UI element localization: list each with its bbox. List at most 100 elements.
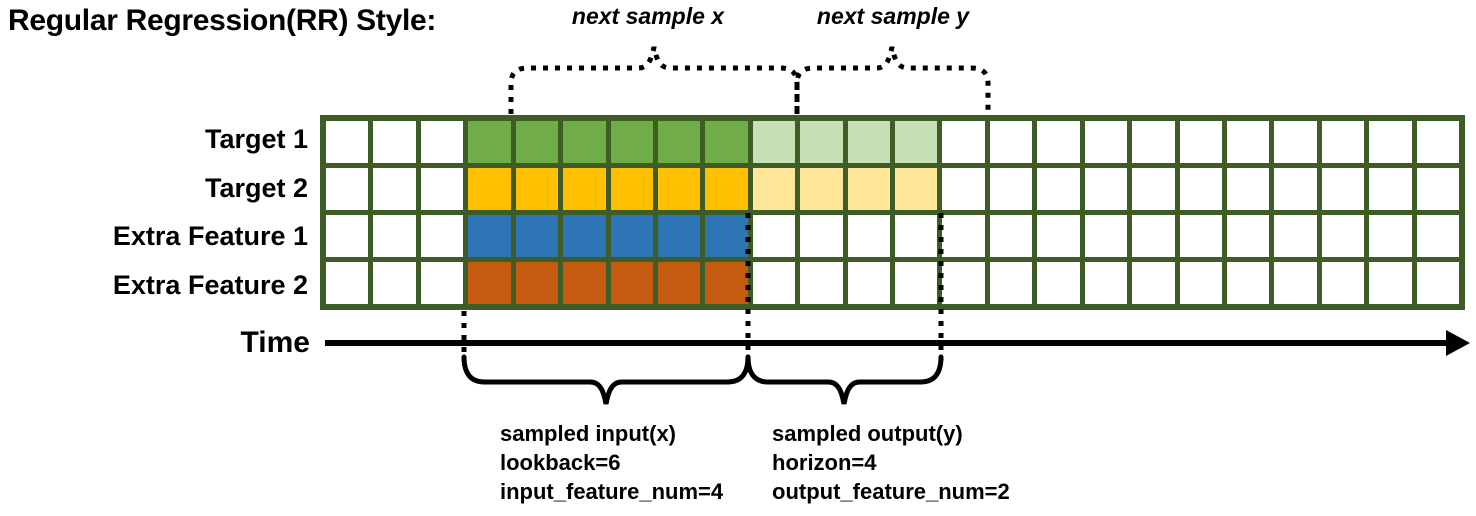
- time-axis-label: Time: [240, 326, 310, 359]
- grid-cell: [1037, 215, 1080, 257]
- grid-cell: [705, 121, 748, 163]
- grid-cell: [1084, 121, 1128, 163]
- grid-cell: [895, 262, 938, 304]
- sampled-output-line1: sampled output(y): [772, 421, 963, 446]
- row-label-extra-feature-1: Extra Feature 1: [112, 221, 308, 252]
- grid-cell: [1321, 262, 1365, 304]
- grid-cell: [847, 121, 890, 163]
- next-sample-y-brace: [794, 46, 991, 114]
- grid-cell: [1321, 121, 1365, 163]
- grid-cell: [515, 215, 559, 257]
- grid-cell: [1179, 121, 1222, 163]
- grid-cell: [1274, 121, 1317, 163]
- grid-cell: [1037, 262, 1080, 304]
- grid-cell: [1132, 168, 1175, 210]
- grid-cell: [895, 215, 938, 257]
- grid-cell: [800, 168, 843, 210]
- grid-cell: [1226, 262, 1270, 304]
- grid-cell: [989, 215, 1033, 257]
- grid-cell: [515, 262, 559, 304]
- row-label-extra-feature-2: Extra Feature 2: [112, 270, 308, 301]
- grid-cell: [610, 168, 653, 210]
- grid-cell: [657, 168, 701, 210]
- grid-cell: [373, 121, 416, 163]
- grid-cell: [942, 262, 985, 304]
- grid-cell: [942, 215, 985, 257]
- grid-cell: [515, 168, 559, 210]
- grid-cell: [563, 262, 606, 304]
- grid-cell: [468, 121, 511, 163]
- grid-cell: [1321, 168, 1365, 210]
- grid-cell: [657, 215, 701, 257]
- grid-cell: [373, 262, 416, 304]
- grid-cell: [1369, 168, 1412, 210]
- grid-cell: [326, 121, 369, 163]
- grid-cell: [1037, 121, 1080, 163]
- grid-cell: [468, 262, 511, 304]
- grid-cell: [1179, 168, 1222, 210]
- grid-cell: [326, 168, 369, 210]
- grid-cell: [563, 121, 606, 163]
- grid-cell: [1226, 121, 1270, 163]
- grid-cell: [373, 215, 416, 257]
- grid-cell: [1132, 262, 1175, 304]
- grid-cell: [1179, 215, 1222, 257]
- grid-cell: [1416, 168, 1459, 210]
- grid-cell: [468, 168, 511, 210]
- grid-cell: [989, 121, 1033, 163]
- grid-cell: [895, 168, 938, 210]
- grid-cell: [610, 121, 653, 163]
- grid-cell: [752, 215, 796, 257]
- sampled-output-line3: output_feature_num=2: [772, 479, 1010, 504]
- grid-cell: [468, 215, 511, 257]
- grid-cell: [1369, 121, 1412, 163]
- grid-cell: [1369, 215, 1412, 257]
- grid-cell: [420, 262, 464, 304]
- grid-cell: [1132, 121, 1175, 163]
- grid-cell: [326, 262, 369, 304]
- grid-cell: [989, 262, 1033, 304]
- grid-cell: [420, 121, 464, 163]
- grid-cell: [800, 121, 843, 163]
- sampled-input-underbrace: [461, 354, 751, 405]
- grid-cell: [942, 168, 985, 210]
- grid-cell: [1226, 215, 1270, 257]
- grid-cell: [705, 215, 748, 257]
- sampled-output-underbrace: [745, 354, 944, 405]
- grid-cell: [420, 215, 464, 257]
- grid-cell: [752, 121, 796, 163]
- sampled-input-line3: input_feature_num=4: [500, 479, 724, 504]
- grid-cell: [800, 262, 843, 304]
- grid-cell: [1369, 262, 1412, 304]
- timeseries-grid: [320, 115, 1465, 310]
- sampled-output-annotation: sampled output(y) horizon=4 output_featu…: [772, 419, 1010, 506]
- grid-cell: [420, 168, 464, 210]
- grid-cell: [1084, 168, 1128, 210]
- sampled-output-line2: horizon=4: [772, 450, 877, 475]
- grid-cell: [847, 168, 890, 210]
- grid-cell: [847, 215, 890, 257]
- grid-cell: [326, 215, 369, 257]
- grid-cell: [610, 262, 653, 304]
- grid-cell: [373, 168, 416, 210]
- grid-cell: [1416, 215, 1459, 257]
- grid-cell: [1179, 262, 1222, 304]
- grid-cell: [752, 262, 796, 304]
- sampled-input-annotation: sampled input(x) lookback=6 input_featur…: [500, 419, 723, 506]
- next-sample-y-label: next sample y: [816, 3, 970, 29]
- next-sample-x-brace: [508, 46, 800, 114]
- row-labels: Target 1 Target 2 Extra Feature 1 Extra …: [0, 115, 308, 310]
- grid-cell: [1274, 262, 1317, 304]
- time-arrow-head: [1446, 330, 1470, 356]
- grid-cell: [610, 215, 653, 257]
- grid-cell: [1274, 168, 1317, 210]
- grid-cell: [657, 121, 701, 163]
- grid-cell: [1321, 215, 1365, 257]
- grid-cell: [942, 121, 985, 163]
- grid-cell: [895, 121, 938, 163]
- grid-cell: [752, 168, 796, 210]
- grid-cell: [1084, 215, 1128, 257]
- row-label-target-2: Target 2: [204, 172, 308, 203]
- grid-cell: [705, 262, 748, 304]
